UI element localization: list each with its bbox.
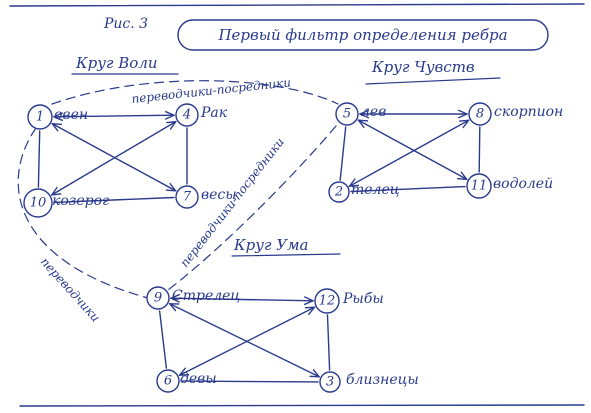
- group-title-mind: Круг Ума: [233, 236, 308, 254]
- node-label: весы: [201, 187, 237, 203]
- connector-will-mind: [17, 127, 149, 299]
- figure-label: Рис. 3: [103, 16, 148, 32]
- node-n1: 1 овен: [27, 104, 88, 130]
- node-n7: 7 весы: [175, 185, 237, 209]
- node-n8: 8 скорпион: [468, 102, 563, 126]
- edge-n8-n11: [478, 126, 481, 173]
- node-number: 7: [183, 190, 192, 205]
- node-label: скорпион: [494, 104, 563, 120]
- node-n5: 5 лев: [335, 102, 386, 126]
- node-layer: 1 овен 4 Рак 10 козерог 7 весы 5 лев 8 скорпион 2 тел…: [23, 102, 563, 393]
- group-title-feelings: Круг Чувств: [371, 58, 475, 76]
- edge-n9-n12: [171, 298, 313, 301]
- node-circle: [175, 185, 199, 209]
- node-label: Рак: [200, 105, 228, 121]
- node-number: 11: [471, 179, 488, 194]
- node-label: козерог: [52, 193, 109, 209]
- node-n3: 3 близнецы: [319, 371, 419, 393]
- node-circle: [146, 286, 170, 310]
- node-label: овен: [54, 107, 88, 123]
- node-circle: [27, 104, 53, 130]
- edge-n5-n11: [358, 120, 466, 179]
- page-title: Первый фильтр определения ребра: [217, 26, 507, 44]
- node-label: Стрелец: [172, 288, 240, 304]
- edge-n5-n2: [339, 126, 347, 181]
- node-circle: [468, 102, 492, 126]
- node-label: телец: [351, 182, 400, 198]
- node-circle: [466, 173, 492, 199]
- group-title-will: Круг Воли: [75, 54, 158, 72]
- node-number: 3: [326, 375, 334, 390]
- node-number: 9: [154, 291, 162, 306]
- node-number: 10: [30, 196, 47, 211]
- node-label: Рыбы: [342, 291, 384, 307]
- node-circle: [156, 369, 180, 393]
- node-n2: 2 телец: [328, 181, 400, 203]
- top-rule: [9, 3, 585, 7]
- group-title-feelings-underline: [365, 77, 501, 85]
- edge-n2-n11: [350, 185, 466, 193]
- connector-will-feelings: [51, 80, 339, 105]
- node-circle: [328, 181, 350, 203]
- edge-n9-n3: [170, 304, 320, 377]
- edge-n9-n6: [158, 310, 168, 369]
- node-n4: 4 Рак: [175, 103, 228, 127]
- node-label: близнецы: [346, 372, 419, 388]
- node-number: 8: [476, 107, 484, 122]
- node-circle: [335, 102, 359, 126]
- node-number: 6: [164, 374, 172, 389]
- node-n6: 6 девы: [156, 369, 217, 393]
- node-label: лев: [361, 104, 386, 120]
- node-n11: 11 водолей: [466, 173, 553, 199]
- edge-n10-n7: [53, 196, 175, 204]
- node-label: девы: [180, 371, 217, 387]
- edge-n1-n10: [37, 130, 41, 188]
- node-circle: [175, 103, 199, 127]
- connector-label-will-mind: переводчики: [38, 255, 103, 325]
- node-label: водолей: [493, 176, 553, 192]
- node-number: 2: [334, 185, 343, 200]
- edge-n1-n4: [54, 115, 174, 117]
- edge-n6-n3: [180, 380, 319, 383]
- edge-n1-n7: [52, 124, 175, 191]
- bottom-rule: [19, 404, 585, 407]
- node-circle: [314, 288, 340, 314]
- edge-n12-n6: [180, 307, 315, 375]
- edge-n8-n2: [350, 120, 469, 186]
- edge-n4-n10: [52, 122, 176, 195]
- node-number: 4: [182, 108, 191, 123]
- connector-label-will-feelings: переводчики-посредники: [131, 75, 292, 106]
- node-number: 5: [343, 107, 351, 122]
- node-circle: [319, 371, 341, 393]
- edge-n12-n3: [326, 314, 331, 371]
- title-frame: [177, 19, 549, 51]
- node-number: 1: [36, 110, 44, 125]
- connector-feelings-mind: [167, 125, 337, 291]
- group-title-mind-underline: [231, 253, 341, 257]
- node-n9: 9 Стрелец: [146, 286, 240, 310]
- edge-layer: [37, 114, 481, 383]
- node-number: 12: [319, 294, 336, 309]
- node-n10: 10 козерог: [23, 188, 109, 218]
- node-circle: [23, 188, 53, 218]
- node-n12: 12 Рыбы: [314, 288, 384, 314]
